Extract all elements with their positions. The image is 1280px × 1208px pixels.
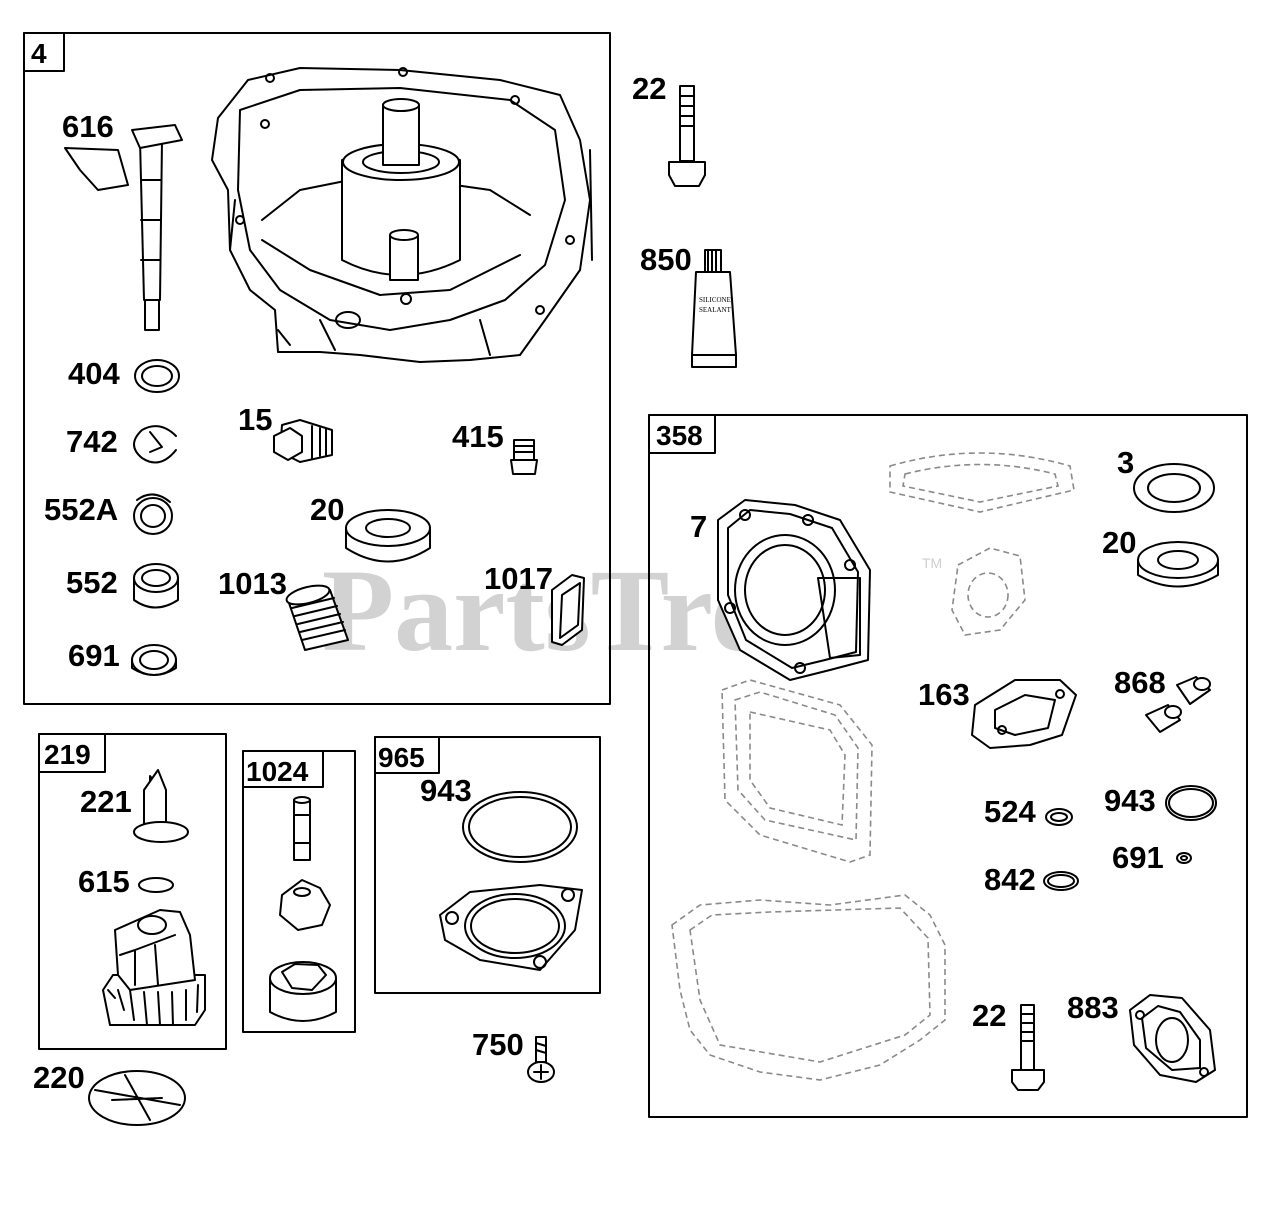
part-label-415[interactable]: 415 [452, 419, 504, 454]
part-label-943a[interactable]: 943 [420, 773, 472, 808]
part-label-691b[interactable]: 691 [1112, 840, 1164, 875]
cover-plate-part[interactable] [439, 884, 583, 971]
part-label-404[interactable]: 404 [68, 356, 120, 391]
part-label-163[interactable]: 163 [918, 677, 970, 712]
part-label-220[interactable]: 220 [33, 1060, 85, 1095]
seal-552A-part[interactable] [133, 493, 173, 535]
group-219-label[interactable]: 219 [44, 739, 91, 770]
ring-615-part[interactable] [138, 877, 174, 893]
sealant-tube-text-2: SEALANT [699, 306, 732, 314]
group-965-frame [374, 736, 601, 994]
outer-rotor-part[interactable] [269, 961, 337, 1022]
slinger-220-part[interactable] [88, 1070, 186, 1126]
group-358-frame [648, 414, 1248, 1118]
crankcase-sump-part[interactable] [211, 67, 593, 363]
oring-943a-part[interactable] [462, 791, 578, 863]
group-965-label[interactable]: 965 [378, 742, 425, 773]
governor-cup-221-part[interactable] [133, 769, 189, 843]
group-358-tab [648, 414, 716, 454]
oil-seal-20-part[interactable] [345, 509, 431, 563]
group-4-tab [23, 32, 65, 72]
part-label-868[interactable]: 868 [1114, 665, 1166, 700]
part-label-552[interactable]: 552 [66, 565, 118, 600]
bolt-22b-part[interactable] [1011, 1004, 1045, 1091]
part-label-691a[interactable]: 691 [68, 638, 120, 673]
part-label-616[interactable]: 616 [62, 109, 114, 144]
part-label-1013[interactable]: 1013 [218, 566, 287, 601]
screw-750-part[interactable] [527, 1036, 555, 1083]
group-219-frame [38, 733, 227, 1050]
plug-415-part[interactable] [510, 439, 538, 475]
part-label-15[interactable]: 15 [238, 402, 272, 437]
e-ring-742-part[interactable] [133, 425, 177, 464]
washer-3-part[interactable] [1133, 463, 1215, 513]
oring-524-part[interactable] [1045, 808, 1073, 826]
part-label-22b[interactable]: 22 [972, 998, 1006, 1033]
valve-cover-gasket-part[interactable] [889, 452, 1075, 513]
intake-gasket-dashed-part[interactable] [951, 547, 1026, 636]
dowel-868-part[interactable] [1145, 676, 1211, 733]
inner-rotor-part[interactable] [279, 879, 331, 931]
oring-842-part[interactable] [1043, 871, 1079, 891]
sealant-tube-850-part[interactable]: SILICONE SEALANT [691, 249, 737, 368]
part-1017[interactable] [551, 574, 585, 646]
part-label-221[interactable]: 221 [80, 784, 132, 819]
part-label-615[interactable]: 615 [78, 864, 130, 899]
oil-seal-20b-part[interactable] [1137, 541, 1219, 588]
group-4-frame [23, 32, 611, 705]
part-label-883[interactable]: 883 [1067, 990, 1119, 1025]
seal-552-part[interactable] [133, 563, 179, 609]
crankcase-gasket-dashed-part[interactable] [721, 679, 873, 863]
part-label-22a[interactable]: 22 [632, 71, 666, 106]
spacer-883-part[interactable] [1129, 994, 1216, 1083]
sump-gasket-dashed-part[interactable] [671, 894, 946, 1081]
group-965-tab [374, 736, 440, 774]
part-label-524[interactable]: 524 [984, 794, 1036, 829]
washer-404-part[interactable] [134, 359, 180, 393]
part-label-850[interactable]: 850 [640, 242, 692, 277]
group-1024-label[interactable]: 1024 [246, 756, 309, 787]
part-label-20a[interactable]: 20 [310, 492, 344, 527]
sleeve-1013-part[interactable] [285, 582, 349, 651]
cylinder-head-gasket-part[interactable] [717, 499, 871, 681]
part-label-842[interactable]: 842 [984, 862, 1036, 897]
group-358-label[interactable]: 358 [656, 420, 703, 451]
watermark-trademark: TM [922, 555, 942, 571]
part-label-742[interactable]: 742 [66, 424, 118, 459]
part-label-750[interactable]: 750 [472, 1027, 524, 1062]
plug-15-part[interactable] [273, 419, 333, 463]
part-label-943b[interactable]: 943 [1104, 783, 1156, 818]
gasket-163-part[interactable] [971, 679, 1077, 749]
bolt-22-part[interactable] [668, 85, 706, 187]
part-label-552A[interactable]: 552A [44, 492, 118, 527]
governor-shaft-part[interactable] [64, 124, 183, 331]
governor-gear-part[interactable] [102, 909, 206, 1026]
group-4-label[interactable]: 4 [31, 38, 47, 69]
part-label-1017[interactable]: 1017 [484, 561, 553, 596]
seal-691-part[interactable] [131, 644, 177, 676]
group-1024-tab [242, 750, 324, 788]
pump-shaft-part[interactable] [293, 796, 311, 861]
oring-943b-part[interactable] [1165, 785, 1217, 821]
part-label-20b[interactable]: 20 [1102, 525, 1136, 560]
part-label-3[interactable]: 3 [1117, 445, 1134, 480]
sealant-tube-text-1: SILICONE [699, 296, 731, 304]
seal-691b-part[interactable] [1176, 852, 1192, 864]
group-219-tab [38, 733, 106, 773]
part-label-7[interactable]: 7 [690, 509, 707, 544]
